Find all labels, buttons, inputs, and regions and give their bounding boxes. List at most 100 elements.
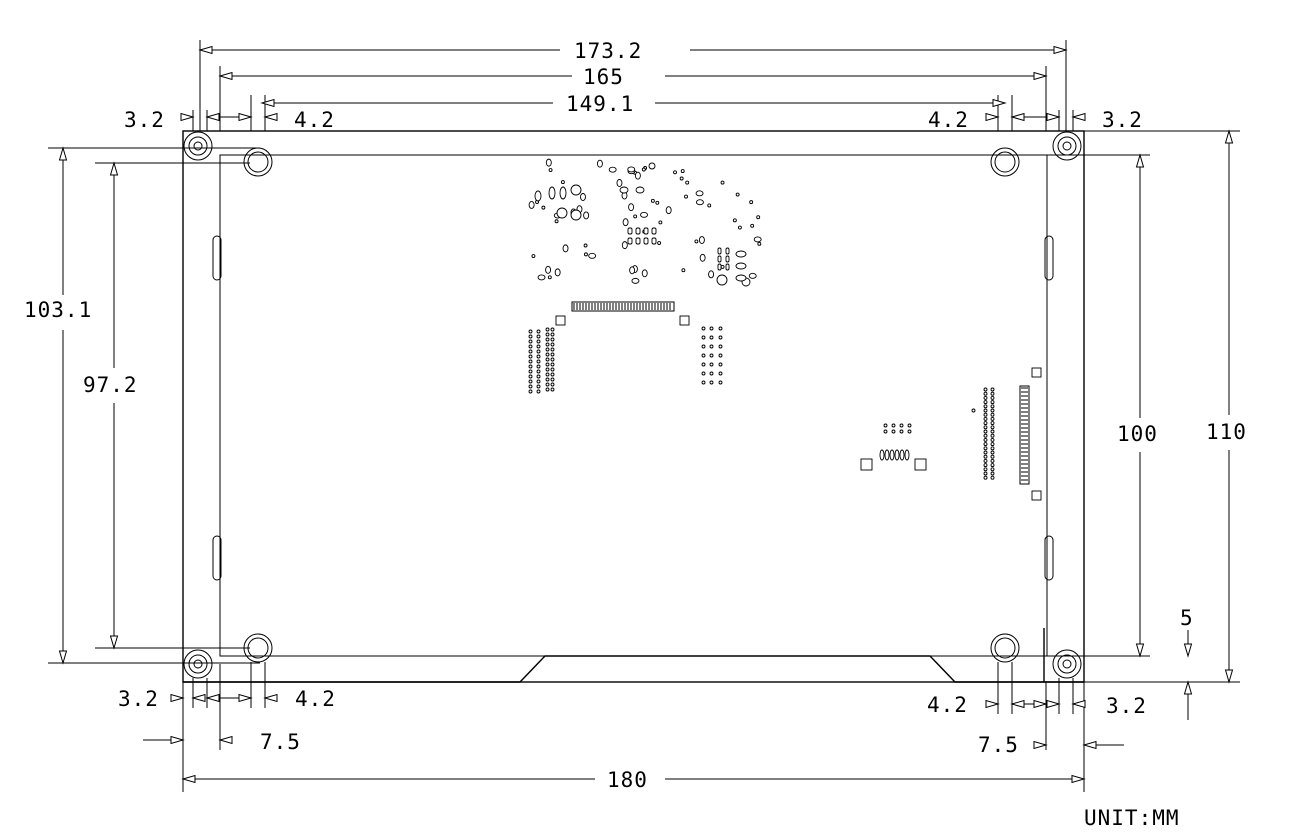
- component-footprint: [616, 179, 623, 187]
- component-footprint: [580, 193, 586, 201]
- smd-pad: [749, 200, 754, 205]
- smd-pad: [633, 214, 638, 219]
- smd-pad: [990, 463, 995, 468]
- dimension-arrowhead: [238, 693, 253, 703]
- dimension-arrowhead: [1071, 774, 1086, 784]
- component-footprint: [699, 253, 706, 262]
- component-footprint: [899, 449, 905, 461]
- dim-3-2-bottom-right: 3.2: [1106, 694, 1147, 718]
- smd-pad: [528, 329, 533, 334]
- smd-pad: [545, 377, 550, 382]
- dim-3-2-top-right: 3.2: [1102, 108, 1143, 132]
- smd-pad: [718, 371, 723, 376]
- component-footprint: [631, 277, 640, 284]
- smd-pad: [725, 263, 730, 271]
- smd-pad: [641, 167, 646, 172]
- smd-pad: [883, 429, 888, 434]
- smd-pad: [541, 205, 546, 210]
- smd-pad: [891, 423, 896, 428]
- smd-pad: [735, 192, 740, 197]
- smd-pad: [685, 180, 690, 185]
- smd-pad: [899, 429, 904, 434]
- smd-pad: [528, 379, 533, 384]
- smd-pad: [701, 326, 706, 331]
- smd-pad: [990, 416, 995, 421]
- ribbon-connector-right: [1019, 367, 1042, 501]
- smd-pad: [545, 357, 550, 362]
- component-footprint: [628, 203, 635, 212]
- smd-pad: [709, 353, 714, 358]
- smd-pad: [983, 454, 988, 459]
- smd-pad: [536, 374, 541, 379]
- smd-pad: [717, 255, 722, 263]
- component-footprint: [695, 199, 704, 206]
- dimension-arrowhead: [1033, 740, 1048, 750]
- dimension-arrowhead: [170, 735, 185, 745]
- smd-pad: [718, 380, 723, 385]
- component-footprint: [735, 274, 747, 282]
- dimension-arrowhead: [992, 98, 1007, 108]
- smd-pad: [990, 446, 995, 451]
- component-footprint: [753, 236, 762, 243]
- component-footprint: [562, 244, 569, 253]
- smd-pad: [536, 329, 541, 334]
- mounting-hole-top-right-outer: [1052, 131, 1082, 161]
- component-footprint: [608, 166, 617, 173]
- smd-pad: [536, 354, 541, 359]
- dimension-arrowhead: [1224, 129, 1234, 144]
- dimension-arrowhead: [180, 112, 195, 122]
- smd-pad: [658, 220, 663, 225]
- smd-pad: [531, 254, 536, 258]
- smd-pad: [528, 384, 533, 389]
- smd-pad: [709, 326, 714, 331]
- smd-pad: [635, 237, 641, 245]
- smd-pad: [983, 404, 988, 409]
- smd-pad: [883, 423, 888, 428]
- component-footprint: [884, 449, 890, 461]
- smd-pad: [990, 442, 995, 447]
- smd-pad: [536, 364, 541, 369]
- smd-pad: [560, 180, 565, 185]
- smd-pad: [718, 353, 723, 358]
- dimension-arrowhead: [1082, 740, 1097, 750]
- smd-pad: [694, 239, 699, 244]
- dimension-arrowhead: [109, 635, 119, 650]
- smd-pad: [701, 344, 706, 349]
- smd-pad: [990, 450, 995, 455]
- ribbon-connector-top: [555, 301, 690, 326]
- dim-3-2-bottom-left: 3.2: [118, 687, 159, 711]
- dimension-arrowhead: [1135, 153, 1145, 168]
- dimension-arrowhead: [205, 112, 220, 122]
- smd-pad: [547, 275, 552, 280]
- dimension-arrowhead: [1010, 699, 1025, 709]
- dimension-arrowhead: [1071, 112, 1086, 122]
- dimension-arrowhead: [1010, 112, 1025, 122]
- dimension-arrowhead: [1046, 112, 1061, 122]
- dimension-arrowhead: [1033, 699, 1048, 709]
- smd-pad: [907, 423, 912, 428]
- dim-4-2-top-left: 4.2: [294, 108, 335, 132]
- smd-pad: [627, 237, 633, 245]
- dim-180: 180: [607, 768, 648, 792]
- smd-pad: [536, 344, 541, 349]
- smd-pad: [651, 227, 657, 235]
- smd-pad: [550, 367, 555, 372]
- dim-165: 165: [583, 65, 624, 89]
- smd-pad: [983, 471, 988, 476]
- smd-pad: [627, 227, 633, 235]
- component-footprint: [629, 266, 636, 275]
- component-footprint: [570, 184, 582, 196]
- component-footprint: [596, 159, 603, 168]
- smd-pad: [990, 425, 995, 430]
- dimension-arrowhead: [218, 735, 233, 745]
- dimension-arrowhead: [1183, 643, 1193, 658]
- dimension-arrowhead: [170, 693, 185, 703]
- component-footprint: [627, 166, 636, 173]
- smd-pad: [528, 374, 533, 379]
- smd-pad: [983, 450, 988, 455]
- smd-pad: [701, 353, 706, 358]
- dimension-arrowhead: [263, 693, 278, 703]
- unit-label: UNIT:MM: [1084, 806, 1180, 830]
- board-outline: [48, 130, 1240, 683]
- smd-pad: [536, 334, 541, 339]
